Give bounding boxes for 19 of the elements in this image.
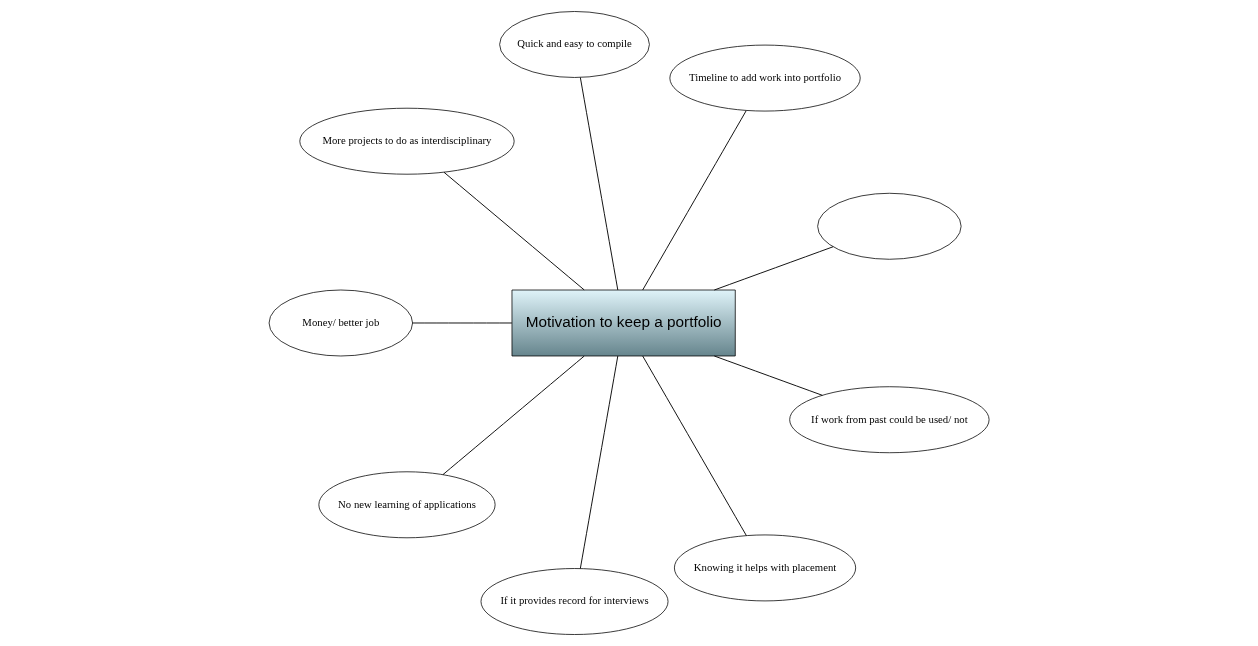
node-ellipse: If it provides record for interviews (480, 568, 669, 635)
node-box: Motivation to keep a portfolio (511, 289, 736, 357)
connector (579, 77, 619, 291)
node-ellipse (817, 192, 962, 260)
connector (713, 355, 823, 396)
node-ellipse: Knowing it helps with placement (674, 534, 857, 602)
connector (579, 355, 619, 569)
node-ellipse: Timeline to add work into portfolio (669, 44, 861, 112)
connector (443, 171, 585, 291)
node-ellipse: Quick and easy to compile (499, 11, 650, 78)
node-ellipse: More projects to do as interdisciplinary (299, 107, 515, 175)
connector (412, 322, 513, 324)
node-ellipse: No new learning of applications (318, 471, 496, 539)
connector (642, 110, 747, 291)
node-ellipse: If work from past could be used/ not (789, 386, 990, 454)
connector (642, 355, 747, 537)
node-ellipse: Money/ better job (268, 289, 413, 357)
connector (442, 355, 585, 476)
connector (713, 246, 834, 291)
